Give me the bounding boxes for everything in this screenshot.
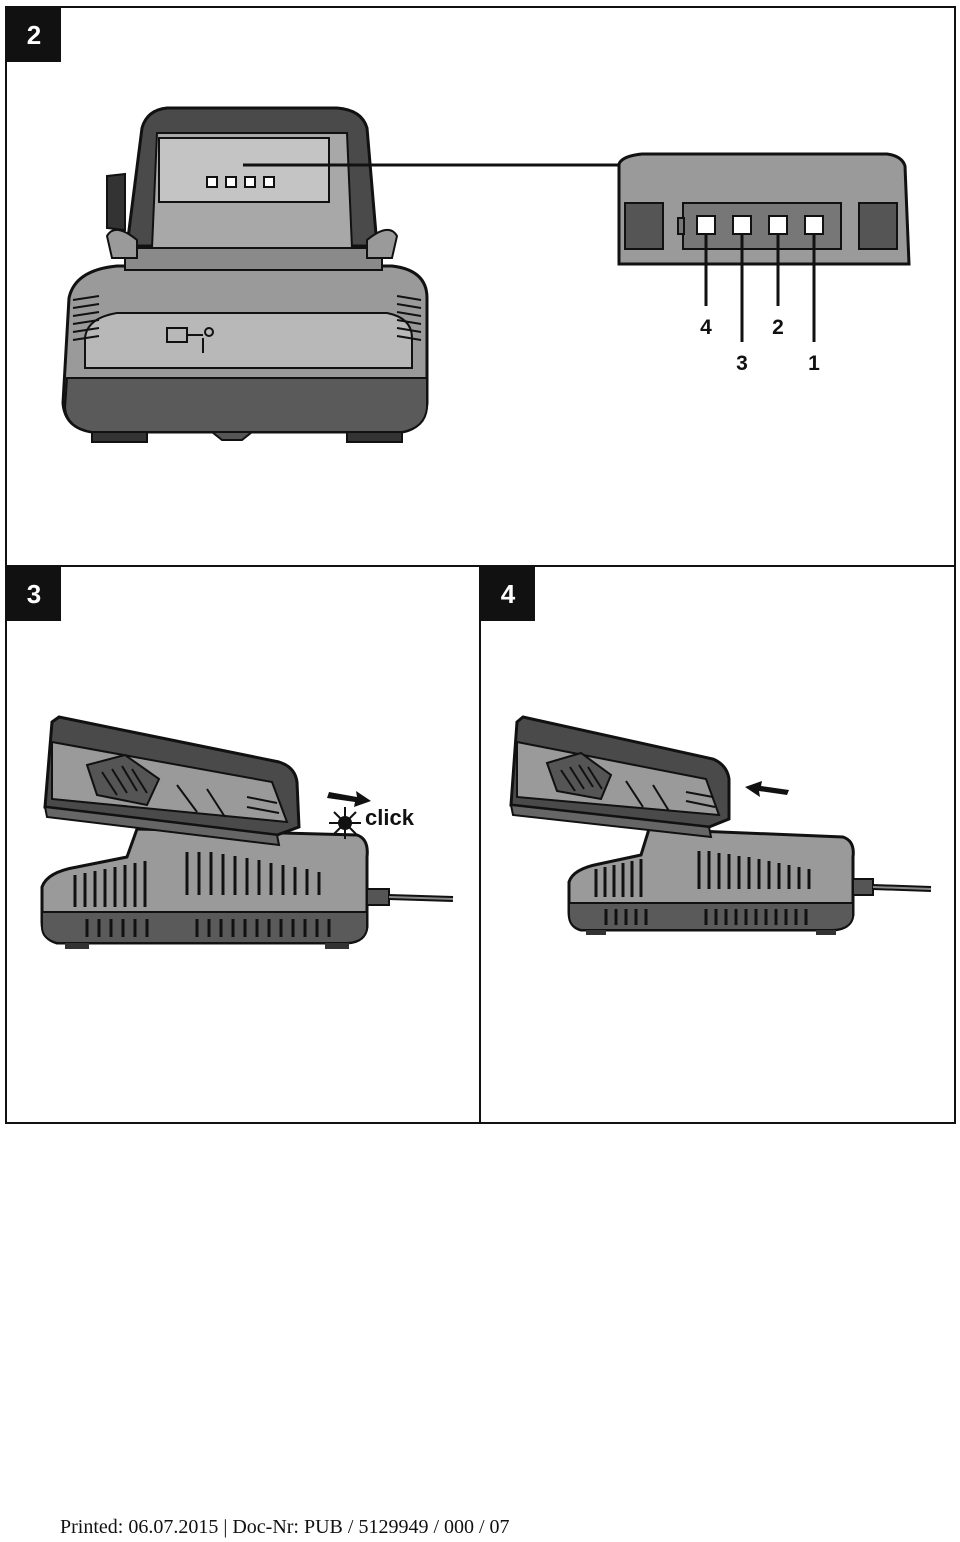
charger-front-illustration: 4 3 2 1 [61,106,911,443]
print-footer: Printed: 06.07.2015 | Doc-Nr: PUB / 5129… [60,1516,510,1538]
led-callout-1: 1 [808,352,820,375]
led-callout-3: 3 [736,352,748,375]
battery-remove-illustration [509,715,932,935]
plug-symbol [166,327,214,353]
charger-side-vents [594,851,811,925]
figure-3-panel: 3 [5,565,481,1124]
led-callout-4: 4 [700,316,712,339]
figure-3-number: 3 [7,567,61,621]
left-vent [72,295,100,341]
click-label: click [365,805,415,830]
led-detail-view: 4 3 2 1 [617,152,911,375]
figure-4-number: 4 [481,567,535,621]
battery-insert-illustration: click [40,715,454,949]
figure-4-panel: 4 [479,565,956,1124]
click-burst-icon [329,807,361,839]
remove-arrow-icon [745,781,789,797]
figure-2-number: 2 [7,8,61,62]
right-vent [396,295,422,341]
led-callout-2: 2 [772,316,784,339]
insert-arrow-icon [327,791,371,807]
charger-side-vents [73,852,331,937]
figure-2-panel: 2 [5,6,956,567]
charger-led-row [206,176,275,188]
